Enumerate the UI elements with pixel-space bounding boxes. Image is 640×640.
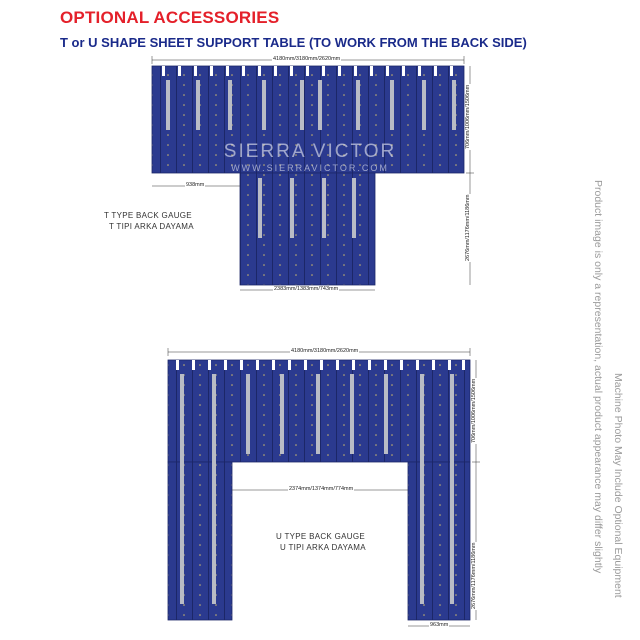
- page-subtitle: T or U SHAPE SHEET SUPPORT TABLE (TO WOR…: [60, 35, 527, 50]
- t-dim-left: 938mm: [185, 182, 206, 188]
- u-dim-top: 4180mm/3180mm/2620mm: [290, 348, 360, 354]
- watermark-brand: SIERRA VICTOR: [223, 141, 397, 162]
- u-dim-right-lower: 2676mm/1176mm/1186mm: [471, 541, 477, 610]
- disclaimer-line2: Machine Photo May Include Optional Equip…: [612, 373, 624, 598]
- u-label-en: U TYPE BACK GAUGE: [276, 532, 365, 541]
- t-dim-bottom: 2383mm/1383mm/743mm: [273, 286, 340, 292]
- watermark-url: WWW.SIERRAVICTOR.COM: [231, 163, 389, 173]
- t-dim-right-upper: 706mm/1006mm/1506mm: [465, 83, 471, 150]
- t-table-shape: [151, 65, 465, 286]
- u-dim-right-upper: 706mm/1006mm/1506mm: [471, 377, 477, 444]
- disclaimer-line1: Product image is only a representation, …: [592, 180, 604, 574]
- t-label-tr: T TIPI ARKA DAYAMA: [109, 222, 194, 231]
- u-label-tr: U TIPI ARKA DAYAMA: [280, 543, 366, 552]
- t-dim-top: 4180mm/3180mm/2620mm: [272, 56, 342, 62]
- u-table-shape: [167, 359, 471, 621]
- t-dim-right-lower: 2676mm/1176mm/1186mm: [465, 193, 471, 262]
- page-title: OPTIONAL ACCESSORIES: [60, 8, 280, 27]
- u-dim-bottom: 963mm: [429, 622, 450, 628]
- u-dim-middle: 2374mm/1374mm/774mm: [288, 486, 355, 492]
- t-label-en: T TYPE BACK GAUGE: [104, 211, 192, 220]
